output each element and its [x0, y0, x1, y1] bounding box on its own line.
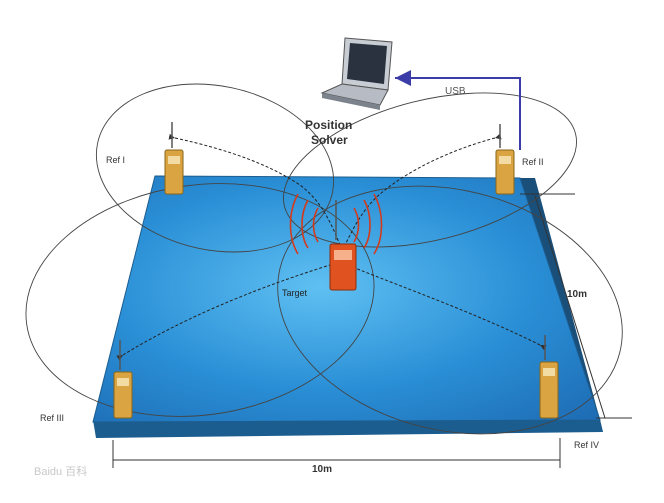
coverage-ellipse-ref1: [95, 83, 335, 253]
ref2-label: Ref II: [522, 157, 544, 167]
coverage-ellipse-ref2: [283, 92, 577, 248]
dimension-right-label: 10m: [567, 289, 588, 300]
signal-path-ref3: [116, 264, 331, 361]
signal-arcs: [289, 193, 383, 255]
target-device-icon: [329, 200, 357, 291]
radio-ref1-icon: [164, 122, 184, 195]
radio-ref3-icon: [113, 340, 133, 419]
laptop-icon: [320, 37, 393, 110]
signal-path-ref1: [168, 133, 341, 246]
usb-label: USB: [445, 86, 466, 97]
position-solver-label-line2: Solver: [311, 133, 348, 147]
signal-path-ref2: [344, 133, 502, 246]
dimension-line-right: [534, 195, 606, 419]
ref4-label: Ref IV: [574, 440, 600, 450]
radio-ref2-icon: [495, 124, 515, 195]
usb-cable: [395, 70, 521, 150]
ref3-label: Ref III: [40, 413, 65, 423]
target-label: Target: [282, 288, 308, 298]
radio-ref4-icon: [539, 335, 559, 419]
floor: [92, 175, 601, 423]
ref1-label: Ref I: [106, 155, 126, 165]
coverage-ellipse-ref4: [277, 185, 623, 435]
signal-path-ref4: [354, 267, 547, 351]
dimension-bottom-label: 10m: [312, 464, 333, 475]
signal-paths: [116, 133, 547, 361]
position-solver-label-line1: Position: [305, 118, 353, 132]
watermark: Baidu 百科: [34, 466, 88, 478]
